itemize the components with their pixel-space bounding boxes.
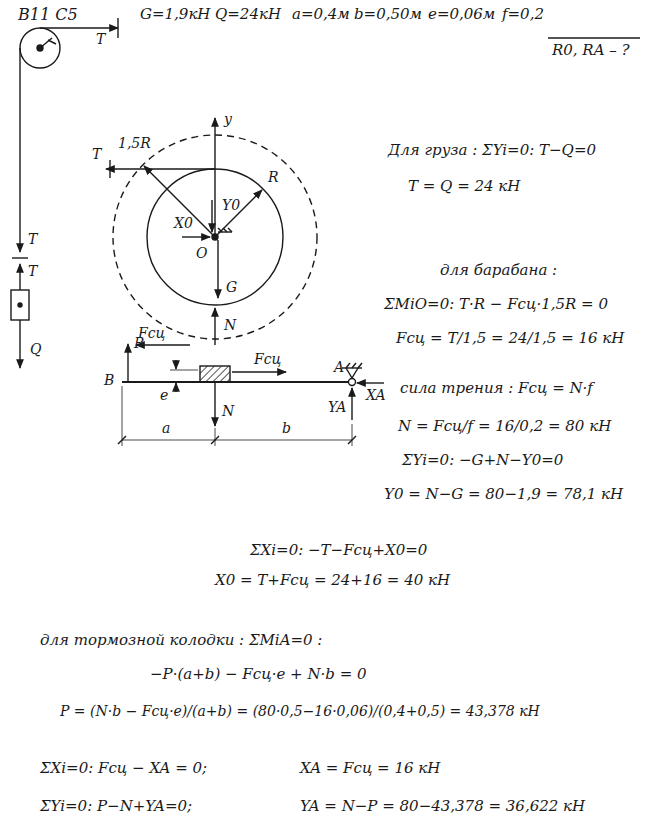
equation: X0 = T+Fсц = 24+16 = 40 кН (215, 572, 450, 589)
force-label: X0 (174, 216, 193, 231)
equation: T = Q = 24 кН (408, 178, 520, 195)
equation: ΣXi=0: Fсц − XA = 0; (40, 760, 207, 777)
force-label: Fсц (254, 352, 281, 367)
given-value: f=0,2 (502, 6, 544, 23)
equation: ΣYi=0: −G+N−Y0=0 (402, 452, 563, 469)
equation: P = (N·b − Fсц·e)/(a+b) = (80·0,5−16·0,0… (60, 704, 540, 719)
force-label: T (96, 32, 105, 47)
given-value: Q=24кН (215, 6, 281, 23)
radius-label: R (268, 170, 279, 185)
force-label: N (222, 404, 234, 419)
force-label: Q (30, 342, 41, 357)
point-label: O (196, 246, 207, 261)
given-value: e=0,06м (428, 6, 495, 23)
equation: XA = Fсц = 16 кН (300, 760, 440, 777)
equation: Для груза : ΣYi=0: T−Q=0 (388, 142, 596, 159)
given-value: b=0,50м (354, 6, 422, 23)
equation: ΣXi=0: −T−Fсц+X0=0 (250, 542, 427, 559)
force-label: G (226, 280, 237, 295)
equation: Y0 = N−G = 80−1,9 = 78,1 кН (384, 486, 623, 503)
force-label: P (134, 336, 143, 351)
equation: N = Fсц/f = 16/0,2 = 80 кН (398, 418, 611, 435)
force-label: YA (328, 400, 346, 415)
force-label: Y0 (222, 198, 240, 213)
equation: сила трения : Fсц = N·f (400, 380, 593, 397)
force-label: T (28, 264, 37, 279)
equation: YA = N−P = 80−43,378 = 36,622 кН (300, 798, 585, 815)
equation: для тормозной колодки : ΣMiA=0 : (40, 632, 322, 649)
force-label: T (92, 147, 101, 162)
axis-label: y (224, 112, 232, 127)
equation: −P·(a+b) − Fсц·e + N·b = 0 (150, 666, 367, 683)
point-label: B (104, 373, 114, 388)
force-label: T (28, 232, 37, 247)
dimension-label: e (160, 388, 168, 403)
unknowns: R0, RA – ? (552, 42, 630, 59)
equation: ΣYi=0: P−N+YA=0; (40, 798, 192, 815)
force-label: XA (366, 388, 386, 403)
point-label: A (334, 360, 344, 375)
radius-label: 1,5R (118, 136, 151, 151)
problem-number: В11 С5 (18, 6, 78, 24)
given-value: G=1,9кН (140, 6, 210, 23)
dimension-label: b (282, 421, 291, 436)
equation: Fсц = T/1,5 = 24/1,5 = 16 кН (396, 330, 624, 347)
dimension-label: a (162, 421, 170, 436)
equation: ΣMiO=0: T·R − Fсц·1,5R = 0 (384, 296, 608, 313)
equation: для барабана : (440, 262, 557, 279)
force-label: N (224, 318, 236, 333)
given-value: a=0,4м (292, 6, 350, 23)
